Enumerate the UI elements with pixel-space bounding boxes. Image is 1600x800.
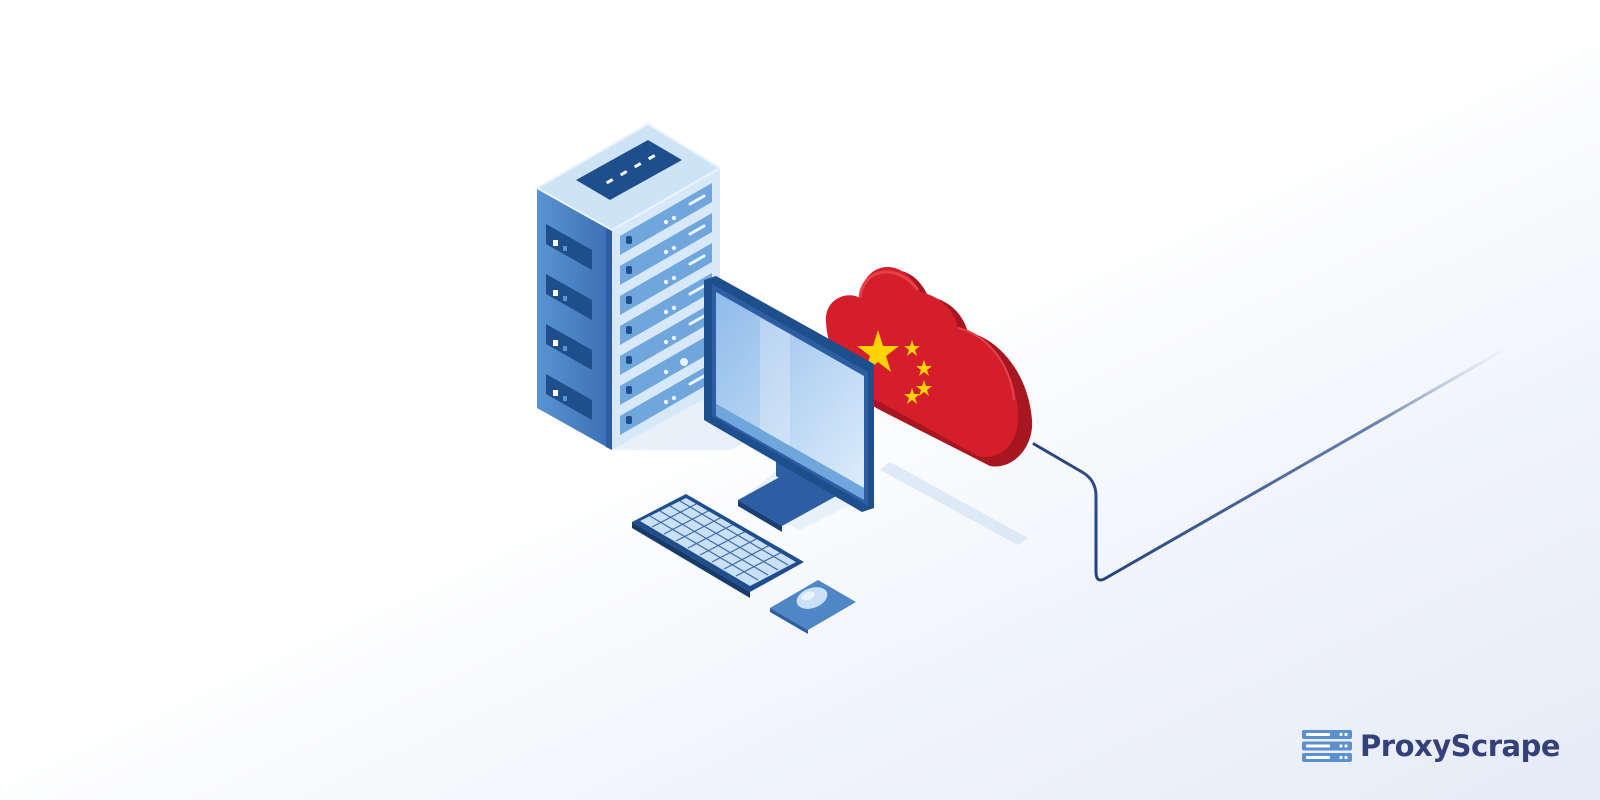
- mouse-icon: [770, 580, 856, 634]
- cloud-icon: [825, 267, 1033, 467]
- monitor-icon: [704, 276, 874, 532]
- keyboard-icon: [632, 494, 804, 598]
- china-flag-icon: [857, 330, 932, 404]
- rack-slots: [620, 183, 712, 435]
- server-rack-icon: [534, 122, 722, 450]
- brand-name: ProxyScrape: [1360, 728, 1560, 763]
- brand-logo[interactable]: ProxyScrape: [1302, 730, 1560, 762]
- network-cable-icon: [1032, 350, 1502, 582]
- server-stack-icon: [1302, 730, 1353, 762]
